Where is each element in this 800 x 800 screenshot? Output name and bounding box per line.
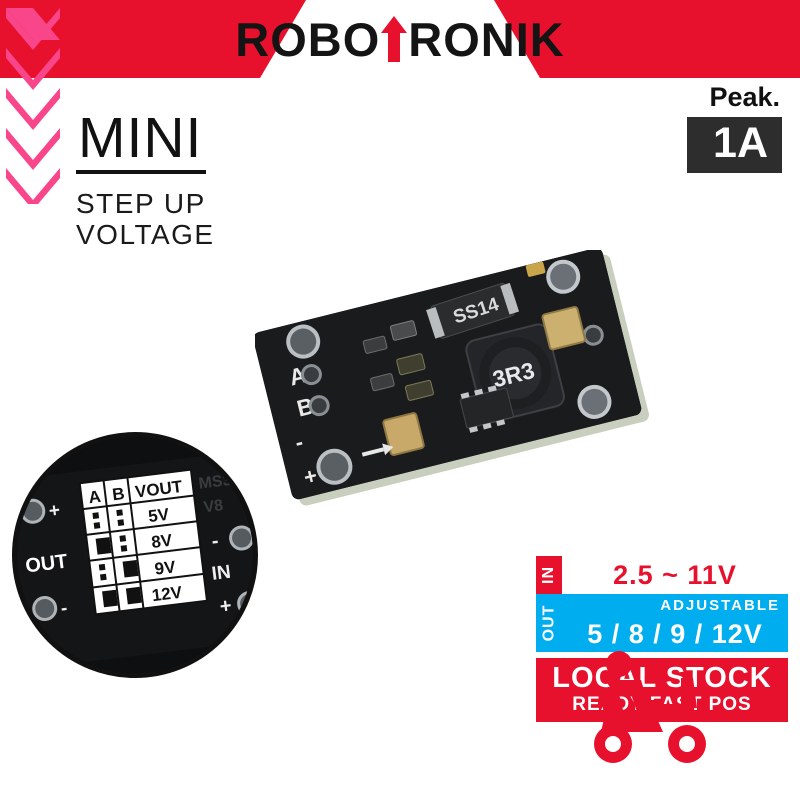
subtitle-line-1: STEP UP xyxy=(76,188,206,219)
svg-text:5V: 5V xyxy=(147,505,171,526)
svg-text:8V: 8V xyxy=(150,530,174,551)
delivery-scooter-icon xyxy=(585,648,715,768)
spec-row-output: OUT ADJUSTABLE 5 / 8 / 9 / 12V xyxy=(536,594,788,652)
peak-label: Peak. xyxy=(709,82,780,112)
page-title: MINI xyxy=(76,108,207,174)
input-voltage-value: 2.5 ~ 11V xyxy=(562,556,788,594)
output-tag-label: OUT xyxy=(540,604,557,642)
peak-value: 1A xyxy=(687,117,782,173)
magnified-detail-view: + - OUT A B VOUT 5V 8V xyxy=(12,432,258,678)
svg-text:+: + xyxy=(48,500,62,522)
adjustable-label: ADJUSTABLE xyxy=(562,594,788,616)
subtitle-line-2: VOLTAGE xyxy=(76,219,215,250)
stock-line-1: LOCAL STOCK xyxy=(552,662,772,694)
svg-text:-: - xyxy=(60,598,69,620)
chevron-decoration xyxy=(2,4,64,210)
svg-text:-: - xyxy=(210,530,219,553)
svg-text:B: B xyxy=(111,484,126,504)
magnifier-out-label: OUT xyxy=(24,550,69,577)
input-tag: IN xyxy=(536,556,562,594)
svg-text:+: + xyxy=(219,595,233,618)
product-image: A B - + + SS14 3R3 xyxy=(253,248,655,510)
spec-panel: IN 2.5 ~ 11V OUT ADJUSTABLE 5 / 8 / 9 / … xyxy=(536,556,788,722)
output-voltage-value: 5 / 8 / 9 / 12V xyxy=(562,616,788,652)
svg-text:MS3: MS3 xyxy=(198,472,233,493)
peak-badge: Peak. 1A xyxy=(687,82,782,173)
brand-name-part2: RONIK xyxy=(408,12,565,66)
banner-right-shape xyxy=(494,0,800,78)
top-banner: ROBO RONIK xyxy=(0,0,800,78)
product-subtitle: STEP UP VOLTAGE xyxy=(76,188,336,250)
spec-row-input: IN 2.5 ~ 11V xyxy=(536,556,788,594)
svg-text:V8: V8 xyxy=(203,497,225,516)
output-tag: OUT xyxy=(536,594,562,652)
svg-text:9V: 9V xyxy=(154,557,178,578)
input-tag-label: IN xyxy=(540,566,557,584)
svg-text:IN: IN xyxy=(211,562,232,585)
brand-name-part1: ROBO xyxy=(235,12,381,66)
up-arrow-icon xyxy=(381,16,408,62)
brand-logo: ROBO RONIK xyxy=(0,0,800,78)
product-title-block: MINI STEP UP VOLTAGE xyxy=(76,108,336,250)
svg-text:+: + xyxy=(301,463,320,490)
svg-text:A: A xyxy=(87,487,102,507)
svg-text:12V: 12V xyxy=(151,583,184,606)
